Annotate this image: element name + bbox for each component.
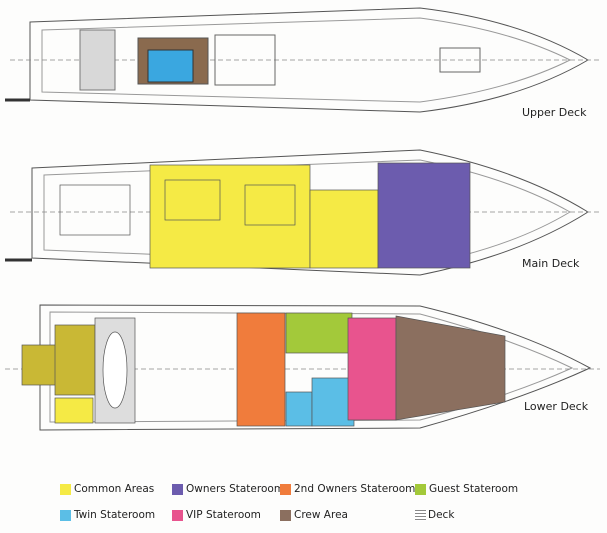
legend-deck: Deck xyxy=(415,509,454,521)
upper-deck-label: Upper Deck xyxy=(522,106,587,119)
main-deck-areas xyxy=(5,162,471,269)
legend-2nd-owners-stateroom: 2nd Owners Stateroom xyxy=(280,483,415,495)
legend-guest-stateroom: Guest Stateroom xyxy=(415,483,518,495)
legend-owners-stateroom: Owners Stateroom xyxy=(172,483,284,495)
lower-deck-hull xyxy=(39,304,592,431)
legend-common-areas: Common Areas xyxy=(60,483,154,495)
upper-deck-inner xyxy=(41,17,572,103)
upper-deck-areas xyxy=(5,29,481,102)
main-deck-label: Main Deck xyxy=(522,257,580,270)
lower-deck-areas xyxy=(21,312,506,427)
legend-crew-area: Crew Area xyxy=(280,509,348,521)
deck-hatch-icon xyxy=(415,509,426,521)
lower-deck-label: Lower Deck xyxy=(524,400,589,413)
legend-vip-stateroom: VIP Stateroom xyxy=(172,509,261,521)
legend-twin-stateroom: Twin Stateroom xyxy=(60,509,155,521)
